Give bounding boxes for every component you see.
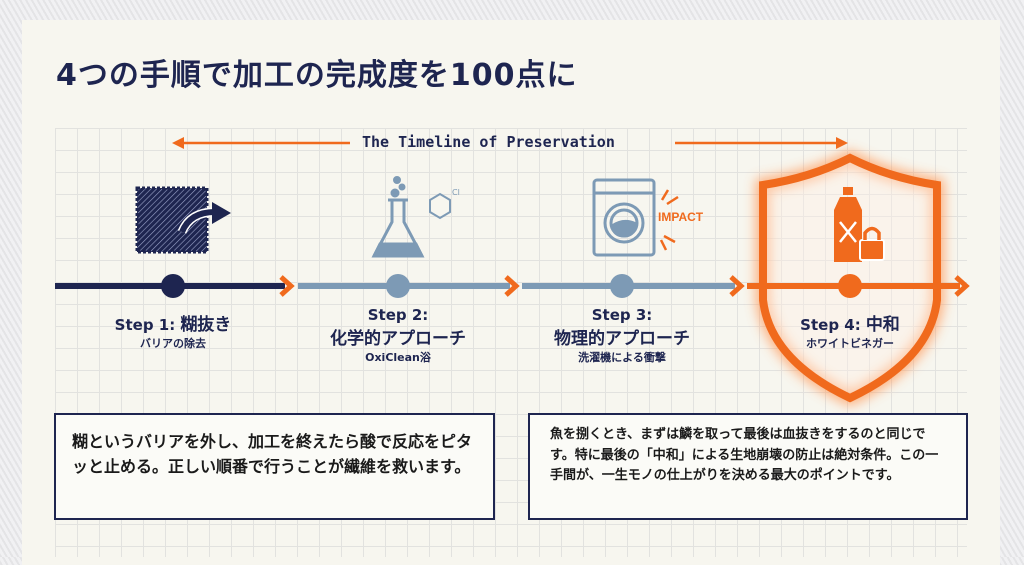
flask-icon: Cl	[371, 176, 460, 258]
step-dot-2	[386, 274, 410, 298]
step-name: 糊抜き	[180, 315, 232, 335]
step-2: Step 2: 化学的アプローチ OxiClean浴	[288, 306, 508, 365]
fabric-remove-icon	[135, 186, 231, 254]
step-number: Step 2:	[367, 306, 429, 324]
step-3: Step 3: 物理的アプローチ 洗濯機による衝撃	[512, 306, 732, 365]
svg-text:Cl: Cl	[452, 188, 460, 197]
step-1: Step 1: 糊抜き バリアの除去	[63, 310, 283, 351]
step-name: 化学的アプローチ	[330, 329, 466, 349]
step-number: Step 3:	[591, 306, 653, 324]
washing-machine-icon	[592, 178, 656, 257]
step-sub: 洗濯機による衝撃	[578, 351, 666, 364]
step-4: Step 4: 中和 ホワイトビネガー	[740, 310, 960, 351]
step-name: 物理的アプローチ	[554, 329, 690, 349]
timeline-arrow-right	[675, 137, 848, 149]
step-dot-1	[161, 274, 185, 298]
step-dot-4	[838, 274, 862, 298]
impact-burst-icon	[659, 189, 679, 251]
step-sub: OxiClean浴	[365, 351, 431, 364]
step-number: Step 4:	[800, 316, 861, 334]
chevron-icons	[279, 275, 970, 297]
timeline-label: The Timeline of Preservation	[362, 133, 615, 151]
step-number: Step 1:	[114, 316, 176, 334]
timeline-arrow-left	[172, 137, 350, 149]
step-name: 中和	[865, 315, 900, 335]
step-sub: バリアの除去	[140, 337, 206, 350]
page-title: 4つの手順で加工の完成度を100点に	[56, 58, 578, 93]
step-sub: ホワイトビネガー	[806, 337, 894, 350]
note-right: 魚を捌くとき、まずは鱗を取って最後は血抜きをするのと同じです。特に最後の「中和」…	[528, 413, 968, 520]
vinegar-bottle-lock-icon	[834, 187, 885, 262]
impact-label: IMPACT	[658, 210, 704, 224]
note-left: 糊というバリアを外し、加工を終えたら酸で反応をピタッと止める。正しい順番で行うこ…	[54, 413, 495, 520]
step-dot-3	[610, 274, 634, 298]
